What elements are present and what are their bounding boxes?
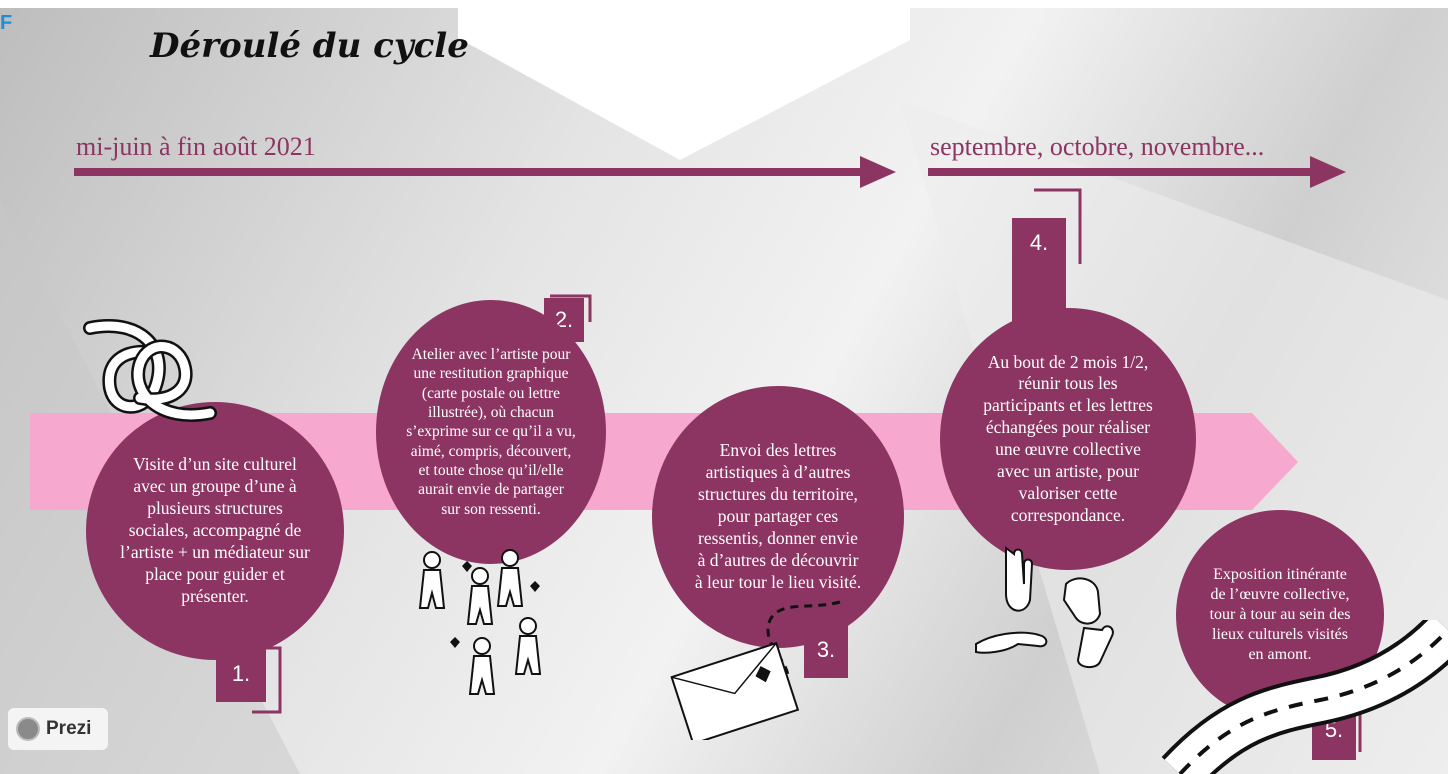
timeline-label-1: mi-juin à fin août 2021 bbox=[76, 132, 316, 161]
hands-icon bbox=[975, 546, 1114, 668]
prezi-badge[interactable]: Prezi bbox=[8, 708, 108, 750]
dancing-people-icon bbox=[418, 549, 542, 695]
slide-title: Déroulé du cycle bbox=[150, 26, 469, 66]
timeline-label-2: septembre, octobre, novembre... bbox=[930, 132, 1265, 161]
prezi-label: Prezi bbox=[46, 718, 92, 739]
timeline-arrow-2 bbox=[928, 156, 1346, 188]
linked-arms-icon bbox=[83, 319, 217, 422]
envelope-icon bbox=[670, 600, 841, 740]
prezi-logo-icon bbox=[16, 717, 40, 741]
step-number-4: 4. bbox=[1012, 218, 1066, 322]
timeline-arrow-1 bbox=[74, 156, 896, 188]
corner-mark: F bbox=[0, 12, 13, 34]
road-icon bbox=[1161, 620, 1448, 774]
